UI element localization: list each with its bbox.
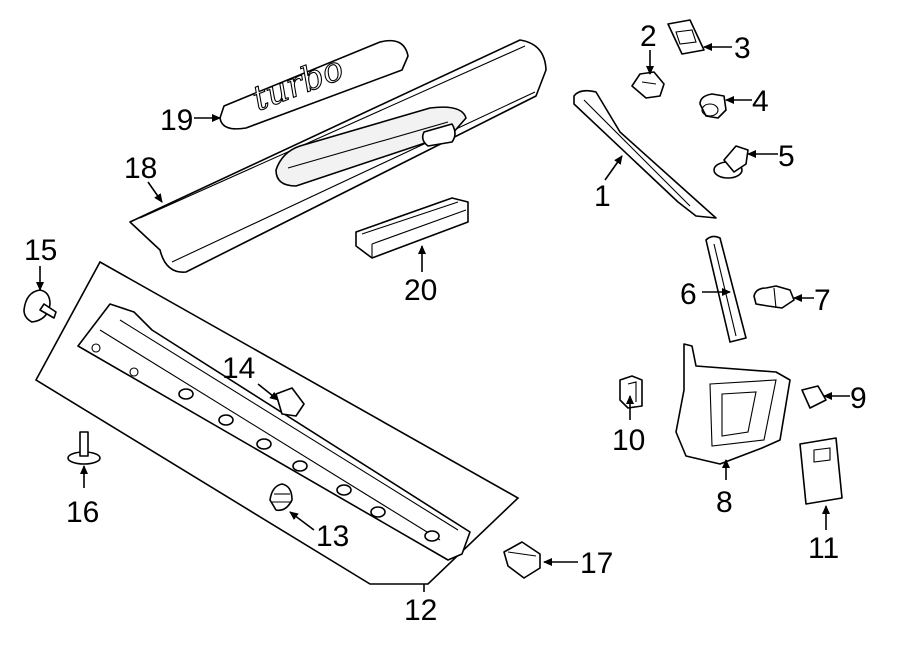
- callout-3: 3: [734, 32, 751, 65]
- b-pillar-trim: [705, 235, 747, 343]
- fastener-7: [753, 285, 795, 309]
- callout-18: 18: [124, 152, 157, 185]
- callout-13: 13: [316, 520, 349, 553]
- rocker-trim-panel: [77, 303, 471, 561]
- callout-labels: 1 2 3 4 5 6 7 8 9 10 11 12 13 14 15 16 1…: [24, 20, 867, 627]
- callout-10: 10: [612, 424, 645, 457]
- a-pillar-trim: [573, 89, 717, 219]
- panel-clip: [275, 387, 305, 417]
- clip-boss: [292, 460, 308, 472]
- push-retainer: [269, 483, 293, 512]
- callout-16: 16: [66, 496, 99, 529]
- clip-boss: [218, 414, 234, 426]
- clip-boss: [336, 484, 352, 496]
- tape-pad-3: [667, 19, 705, 55]
- callout-19: 19: [160, 104, 193, 137]
- clip-boss: [178, 388, 194, 400]
- callout-7: 7: [814, 284, 831, 317]
- clip-boss: [424, 530, 440, 542]
- leader-lines: [36, 43, 850, 592]
- callout-12: 12: [404, 594, 437, 627]
- callout-14: 14: [222, 352, 255, 385]
- sill-light-module: [355, 197, 469, 259]
- sill-plate: [129, 39, 547, 273]
- callout-9: 9: [850, 382, 867, 415]
- callout-5: 5: [778, 140, 795, 173]
- quarter-trim: [675, 343, 791, 465]
- callout-2: 2: [640, 20, 657, 53]
- stud-16: [67, 431, 101, 465]
- callout-4: 4: [752, 85, 769, 118]
- callout-20: 20: [404, 274, 437, 307]
- clip-2: [631, 71, 665, 99]
- clip-17: [503, 541, 541, 579]
- clip-boss: [256, 438, 272, 450]
- clip-boss: [370, 506, 386, 518]
- callout-6: 6: [680, 278, 697, 311]
- callout-8: 8: [716, 486, 733, 519]
- callout-17: 17: [580, 547, 613, 580]
- callout-11: 11: [808, 532, 839, 565]
- clip-9: [801, 385, 827, 409]
- push-clip-5: [713, 145, 749, 179]
- rocker-panel-box: [34, 260, 520, 585]
- bracket-10: [619, 375, 643, 409]
- push-pin-15: [23, 289, 57, 323]
- grommet-4: [699, 93, 727, 119]
- pad-11: [799, 437, 843, 505]
- callout-15: 15: [24, 234, 57, 267]
- callout-1: 1: [594, 180, 611, 213]
